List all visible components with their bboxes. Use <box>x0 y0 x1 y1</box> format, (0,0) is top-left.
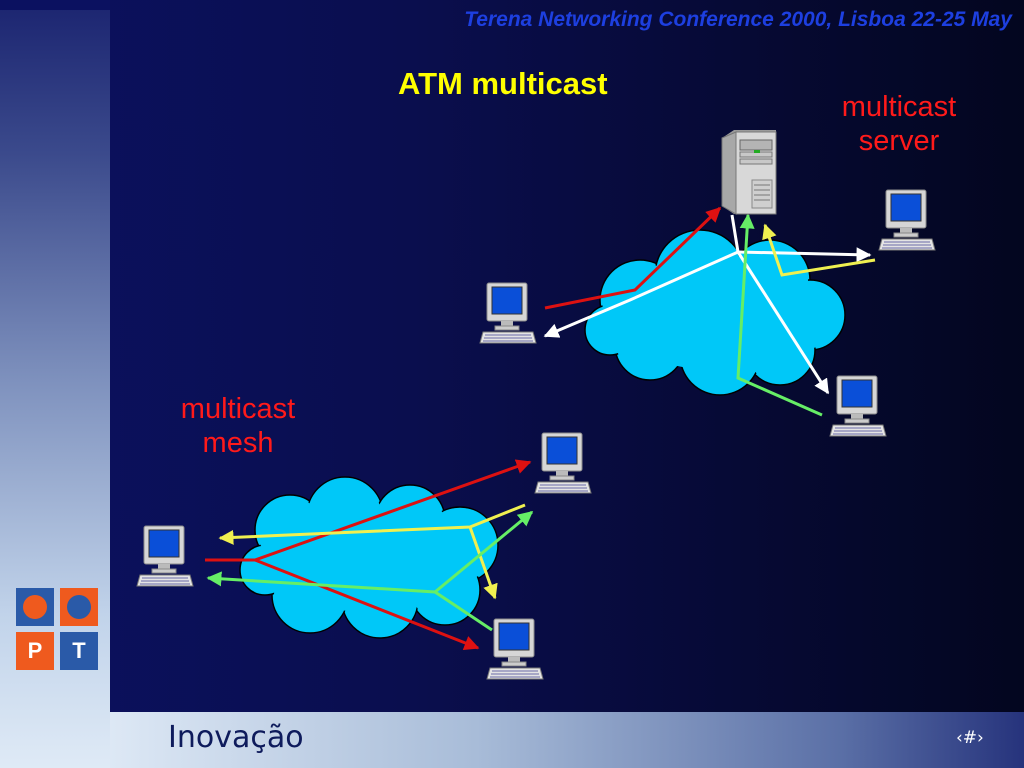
white-arrow-left <box>543 250 739 338</box>
logo-tile-top-right <box>60 588 98 626</box>
yellow-arrow-down <box>468 526 498 600</box>
server-label-line1: multicast <box>841 91 957 123</box>
multicast-mesh-label: multicast mesh <box>160 392 316 460</box>
multicast-server-label: multicast server <box>820 90 978 158</box>
pt-logo: P T <box>16 588 98 670</box>
green-arrow-up <box>434 510 534 594</box>
desktop-computer-icon <box>534 432 592 494</box>
logo-circle-blue <box>67 595 91 619</box>
white-line-from-server <box>730 214 740 253</box>
conference-header: Terena Networking Conference 2000, Lisbo… <box>464 8 1012 31</box>
desktop-computer-icon <box>486 618 544 680</box>
logo-tile-top-left <box>16 588 54 626</box>
white-arrow-right <box>737 247 872 263</box>
server-label-line2: server <box>858 125 940 158</box>
green-arrow-to-server <box>736 213 823 417</box>
slide-title: ATM multicast <box>398 66 608 101</box>
footer-inovacao: Inovação <box>168 720 304 755</box>
footer-band <box>110 712 1024 768</box>
desktop-computer-icon <box>878 189 936 251</box>
red-arrow-down-right <box>254 558 480 651</box>
desktop-computer-icon <box>829 375 887 437</box>
logo-tile-p: P <box>16 632 54 670</box>
desktop-computer-icon <box>479 282 537 344</box>
logo-tile-t: T <box>60 632 98 670</box>
logo-circle-orange <box>23 595 47 619</box>
yellow-arrow-to-server <box>762 223 876 277</box>
slide-number: ‹#› <box>956 728 984 748</box>
red-arrow-to-server <box>544 206 722 310</box>
mesh-label-line2: mesh <box>202 427 274 460</box>
logo-letter-t: T <box>72 638 86 663</box>
white-arrow-down <box>736 251 830 395</box>
server-tower-icon <box>721 130 777 215</box>
mesh-label-line1: multicast <box>180 393 296 425</box>
sidebar-top-band <box>0 0 110 10</box>
desktop-computer-icon <box>136 525 194 587</box>
logo-letter-p: P <box>27 638 43 663</box>
